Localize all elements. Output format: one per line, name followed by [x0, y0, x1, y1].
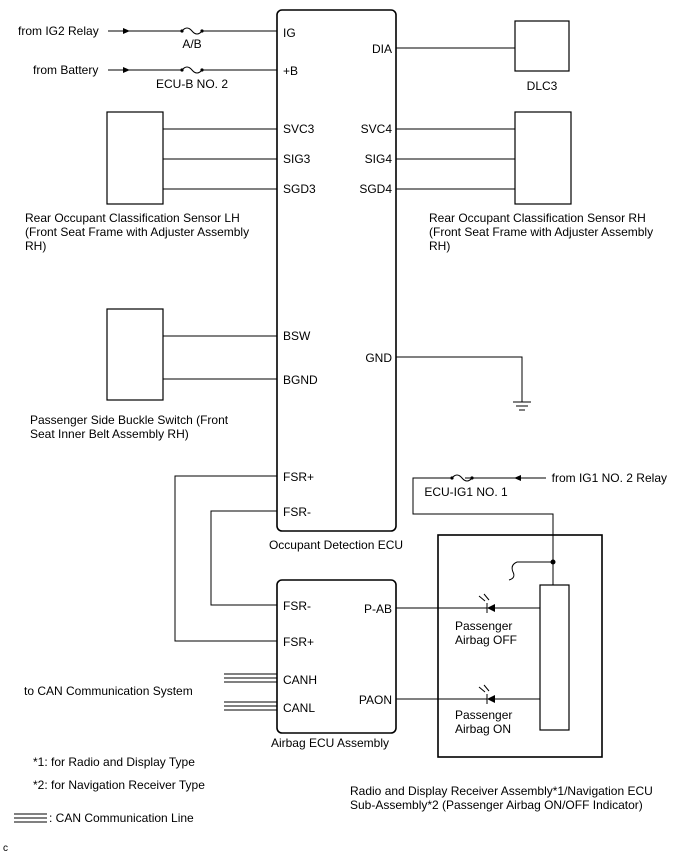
fuse-ab-label: A/B [182, 37, 201, 51]
fuse-ecub-dot-l [180, 68, 184, 72]
occupant-detection-ecu-box [276, 9, 397, 532]
receiver-label-2: Sub-Assembly*2 (Passenger Airbag ON/OFF … [350, 798, 643, 812]
can-line-canh [224, 673, 277, 683]
wire-gnd [396, 356, 523, 402]
source-battery: from Battery [33, 63, 98, 77]
pin-sig4: SIG4 [365, 152, 393, 166]
note-1: *1: for Radio and Display Type [33, 755, 195, 769]
pin-gnd: GND [365, 351, 392, 365]
pin-sgd4: SGD4 [359, 182, 392, 196]
pin-svc3: SVC3 [283, 122, 315, 136]
buckle-switch-box [106, 308, 164, 401]
pin-dia: DIA [372, 42, 392, 56]
pin-sgd3: SGD3 [283, 182, 316, 196]
dlc3-label: DLC3 [527, 79, 558, 93]
airbag-pin-canl: CANL [283, 701, 315, 715]
pin-ig: IG [283, 26, 296, 40]
wire-ig1-drop [412, 477, 554, 585]
sensor-lh-label-1: Rear Occupant Classification Sensor LH [25, 211, 240, 225]
legend-label: : CAN Communication Line [49, 811, 194, 825]
occupant-detection-ecu-label: Occupant Detection ECU [269, 538, 403, 552]
airbag-pin-canh: CANH [283, 673, 317, 687]
fuse-ecuig1-dot-r [470, 476, 474, 480]
receiver-label-1: Radio and Display Receiver Assembly*1/Na… [350, 784, 653, 798]
note-2: *2: for Navigation Receiver Type [33, 778, 205, 792]
pin-fsr-minus: FSR- [283, 505, 311, 519]
dlc3-box [514, 20, 570, 72]
airbag-ecu-label: Airbag ECU Assembly [271, 736, 389, 750]
sensor-lh-label-2: (Front Seat Frame with Adjuster Assembly [25, 225, 249, 239]
wire-break-symbol [508, 561, 518, 581]
airbag-pin-fsr-minus: FSR- [283, 599, 311, 613]
sensor-rh-box [514, 111, 572, 205]
airbag-ecu-box [276, 579, 397, 734]
indicator-on-label-1: Passenger [455, 708, 512, 722]
indicator-on-label-2: Airbag ON [455, 722, 511, 736]
buckle-label-1: Passenger Side Buckle Switch (Front [30, 413, 229, 427]
led-on-ray1 [478, 686, 486, 693]
corner-code: c [3, 843, 8, 852]
fuse-ab-dot-l [180, 29, 184, 33]
source-ig2-relay: from IG2 Relay [18, 24, 99, 38]
led-on-ray2 [483, 684, 490, 692]
pin-sig3: SIG3 [283, 152, 311, 166]
airbag-pin-paon: PAON [359, 693, 392, 707]
indicator-off-label-1: Passenger [455, 619, 512, 633]
airbag-pin-pab: P-AB [364, 602, 392, 616]
can-line-canl [224, 701, 277, 711]
led-off-ray2 [483, 593, 490, 601]
led-off-ray1 [478, 595, 486, 602]
sensor-rh-label-2: (Front Seat Frame with Adjuster Assembly [429, 225, 653, 239]
source-ig1-relay: from IG1 NO. 2 Relay [552, 471, 667, 485]
pin-svc4: SVC4 [361, 122, 393, 136]
buckle-label-2: Seat Inner Belt Assembly RH) [30, 427, 189, 441]
fuse-ab-symbol [181, 27, 203, 35]
fuse-ecuig1-symbol [451, 474, 473, 482]
sensor-lh-box [106, 111, 164, 205]
pin-fsr-plus: FSR+ [283, 470, 314, 484]
wire-fsr-plus [174, 475, 277, 642]
led-off-icon [487, 604, 495, 612]
sensor-rh-label-3: RH) [429, 239, 450, 253]
fuse-ecuig1-label: ECU-IG1 NO. 1 [424, 485, 508, 499]
indicator-off-label-2: Airbag OFF [455, 633, 517, 647]
can-line-legend-icon [14, 813, 47, 823]
wire-fsr-minus [210, 510, 277, 606]
fuse-ecub-label: ECU-B NO. 2 [156, 77, 228, 91]
sensor-lh-label-3: RH) [25, 239, 46, 253]
pin-bgnd: BGND [283, 373, 318, 387]
pin-plus-b: +B [283, 64, 298, 78]
receiver-assembly-box [437, 534, 603, 758]
sensor-rh-label-1: Rear Occupant Classification Sensor RH [429, 211, 646, 225]
indicator-controller-box [539, 584, 570, 731]
led-on-icon [487, 695, 495, 703]
airbag-pin-fsr-plus: FSR+ [283, 635, 314, 649]
fuse-ecub-symbol [181, 66, 203, 74]
can-system-label: to CAN Communication System [24, 684, 193, 698]
pin-bsw: BSW [283, 329, 311, 343]
